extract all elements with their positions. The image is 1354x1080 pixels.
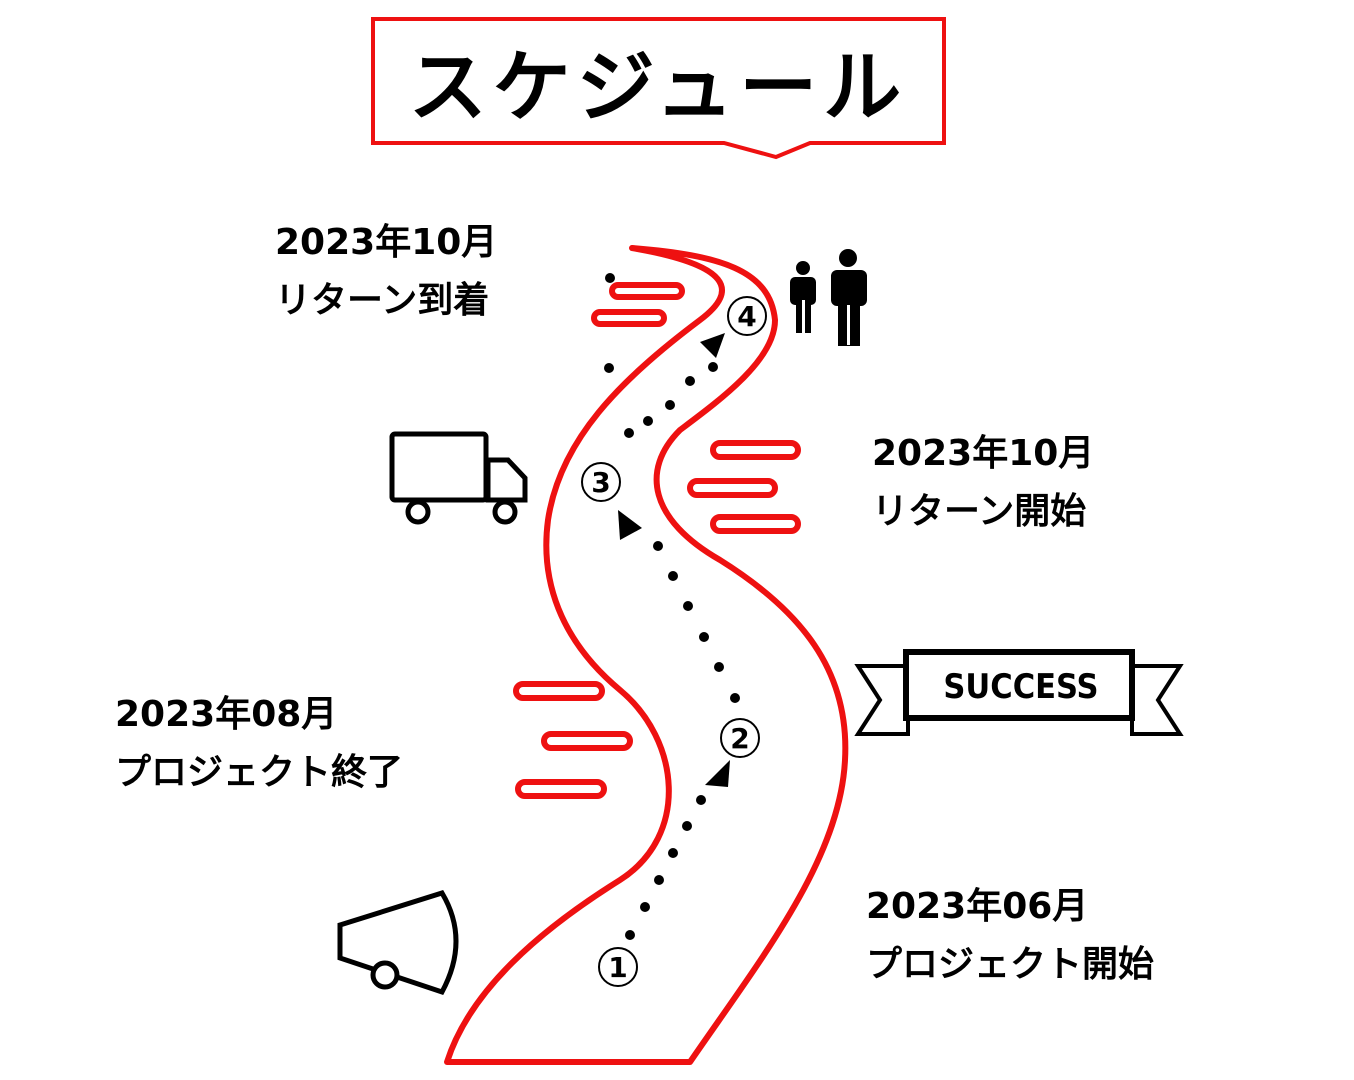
milestone-label: リターン開始 (872, 491, 1087, 532)
people-icon (790, 249, 867, 346)
milestone-3: 2023年10月 リターン開始 (872, 425, 1094, 541)
step-marker-2: 2 (720, 718, 760, 758)
success-ribbon-icon (854, 649, 1184, 736)
milestone-date: 2023年10月 (872, 433, 1095, 474)
milestone-2: 2023年08月 プロジェクト終了 (115, 686, 403, 802)
truck-icon (389, 431, 528, 525)
road (444, 245, 849, 1065)
success-ribbon-text: SUCCESS (943, 667, 1099, 707)
title-box (371, 17, 946, 160)
milestone-date: 2023年10月 (275, 222, 498, 263)
milestone-label: プロジェクト開始 (866, 944, 1155, 985)
milestone-1: 2023年06月 プロジェクト開始 (866, 878, 1154, 994)
milestone-label: プロジェクト終了 (115, 752, 404, 793)
arrow-icon (700, 333, 725, 358)
arrow-icon (618, 510, 642, 540)
dotted-route (604, 273, 740, 940)
step-marker-1: 1 (598, 947, 638, 987)
page-title: スケジュール (408, 43, 908, 133)
step-marker-3: 3 (581, 462, 621, 502)
speed-stripes (513, 282, 801, 799)
megaphone-icon (337, 890, 459, 996)
milestone-4: 2023年10月 リターン到着 (275, 214, 497, 330)
step-marker-4: 4 (727, 296, 767, 336)
arrow-icon (705, 760, 730, 787)
milestone-date: 2023年06月 (866, 886, 1089, 927)
milestone-label: リターン到着 (275, 280, 490, 321)
milestone-date: 2023年08月 (115, 694, 338, 735)
